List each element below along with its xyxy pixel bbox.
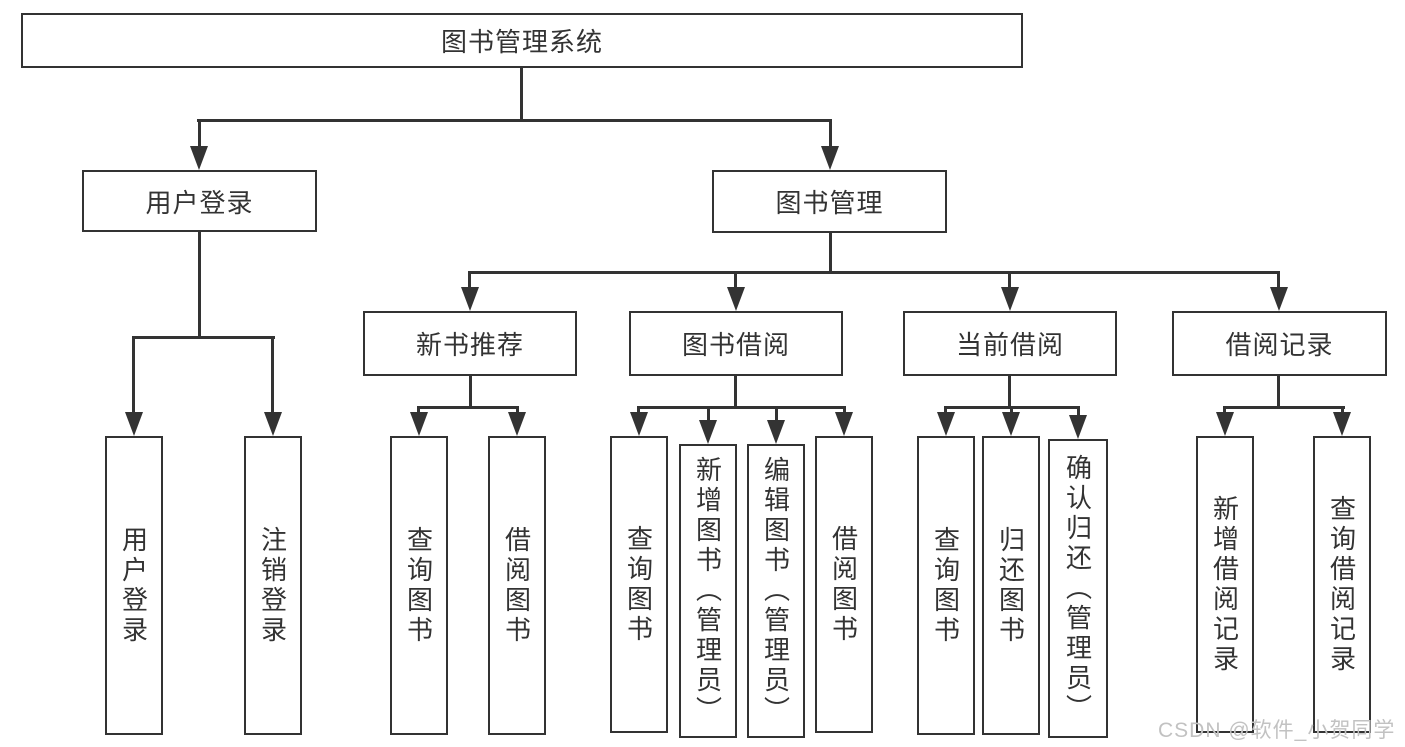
node-book-borrow: 图书借阅 xyxy=(629,311,843,376)
connector-line xyxy=(1223,406,1345,409)
connector-line xyxy=(1077,406,1080,417)
arrow-down-icon xyxy=(125,412,143,436)
connector-line xyxy=(775,406,778,422)
leaf-query-borrow-record: 查询借阅记录 xyxy=(1313,436,1371,733)
connector-line xyxy=(707,406,710,422)
leaf-logout-label: 注销登录 xyxy=(257,525,288,646)
connector-line xyxy=(944,406,947,414)
leaf-edit-books-admin: 编辑图书（管理员） xyxy=(747,444,805,738)
leaf-borrow-books-label: 借阅图书 xyxy=(828,524,859,645)
arrow-down-icon xyxy=(821,146,839,170)
leaf-add-borrow-record-label: 新增借阅记录 xyxy=(1209,494,1240,675)
connector-line xyxy=(1010,406,1013,414)
node-borrow-records: 借阅记录 xyxy=(1172,311,1387,376)
leaf-query-books-recommend-label: 查询图书 xyxy=(403,525,434,646)
leaf-borrow-books: 借阅图书 xyxy=(815,436,873,733)
connector-line xyxy=(734,376,737,409)
connector-line xyxy=(1341,406,1344,414)
node-user-login: 用户登录 xyxy=(82,170,317,232)
connector-line xyxy=(468,271,1280,274)
node-root-label: 图书管理系统 xyxy=(440,27,603,57)
leaf-query-books-recommend: 查询图书 xyxy=(390,436,448,735)
connector-line xyxy=(271,336,274,414)
connector-line xyxy=(1008,271,1011,289)
leaf-confirm-return-admin-label: 确认归还（管理员） xyxy=(1062,453,1093,724)
arrow-down-icon xyxy=(1002,412,1020,436)
arrow-down-icon xyxy=(699,420,717,444)
connector-line xyxy=(198,232,201,339)
arrow-down-icon xyxy=(767,420,785,444)
connector-line xyxy=(637,406,640,414)
arrow-down-icon xyxy=(1333,412,1351,436)
arrow-down-icon xyxy=(835,412,853,436)
leaf-return-books: 归还图书 xyxy=(982,436,1040,735)
connector-line xyxy=(520,68,523,122)
leaf-add-borrow-record: 新增借阅记录 xyxy=(1196,436,1254,733)
leaf-query-books-borrow: 查询图书 xyxy=(610,436,668,733)
arrow-down-icon xyxy=(1069,415,1087,439)
leaf-return-books-label: 归还图书 xyxy=(995,525,1026,646)
node-current-borrow: 当前借阅 xyxy=(903,311,1117,376)
leaf-confirm-return-admin: 确认归还（管理员） xyxy=(1048,439,1108,738)
connector-line xyxy=(132,336,135,414)
arrow-down-icon xyxy=(461,287,479,311)
arrow-down-icon xyxy=(264,412,282,436)
leaf-query-books-current: 查询图书 xyxy=(917,436,975,735)
connector-line xyxy=(417,406,420,414)
connector-line xyxy=(1223,406,1226,414)
connector-line xyxy=(829,119,832,150)
leaf-add-books-admin-label: 新增图书（管理员） xyxy=(692,456,723,726)
node-new-book-recommend-label: 新书推荐 xyxy=(415,330,524,360)
connector-line xyxy=(468,271,471,289)
arrow-down-icon xyxy=(190,146,208,170)
arrow-down-icon xyxy=(410,412,428,436)
leaf-user-login-label: 用户登录 xyxy=(118,525,149,646)
node-user-login-label: 用户登录 xyxy=(145,187,254,218)
arrow-down-icon xyxy=(1001,287,1019,311)
connector-line xyxy=(197,119,832,122)
leaf-query-books-current-label: 查询图书 xyxy=(930,525,961,646)
arrow-down-icon xyxy=(1270,287,1288,311)
arrow-down-icon xyxy=(727,287,745,311)
leaf-logout: 注销登录 xyxy=(244,436,302,735)
arrow-down-icon xyxy=(1216,412,1234,436)
connector-line xyxy=(843,406,846,414)
leaf-user-login: 用户登录 xyxy=(105,436,163,735)
connector-line xyxy=(1277,376,1280,409)
connector-line xyxy=(1277,271,1280,289)
leaf-borrow-books-recommend-label: 借阅图书 xyxy=(501,525,532,646)
leaf-query-books-borrow-label: 查询图书 xyxy=(623,524,654,645)
csdn-watermark: CSDN @软件_小贺同学 xyxy=(1158,719,1396,742)
node-root: 图书管理系统 xyxy=(21,13,1023,68)
node-borrow-records-label: 借阅记录 xyxy=(1225,330,1334,360)
connector-line xyxy=(132,336,275,339)
leaf-borrow-books-recommend: 借阅图书 xyxy=(488,436,546,735)
leaf-add-books-admin: 新增图书（管理员） xyxy=(679,444,737,738)
node-book-management-label: 图书管理 xyxy=(775,188,884,218)
connector-line xyxy=(516,406,519,414)
node-current-borrow-label: 当前借阅 xyxy=(955,330,1064,360)
arrow-down-icon xyxy=(630,412,648,436)
leaf-query-borrow-record-label: 查询借阅记录 xyxy=(1326,494,1357,675)
node-book-borrow-label: 图书借阅 xyxy=(681,330,790,360)
connector-line xyxy=(1008,376,1011,409)
connector-line xyxy=(417,406,519,409)
node-book-management: 图书管理 xyxy=(712,170,947,233)
connector-line xyxy=(734,271,737,289)
arrow-down-icon xyxy=(937,412,955,436)
connector-line xyxy=(198,119,201,150)
connector-line xyxy=(637,406,846,409)
leaf-edit-books-admin-label: 编辑图书（管理员） xyxy=(760,456,791,726)
connector-line xyxy=(829,233,832,274)
arrow-down-icon xyxy=(508,412,526,436)
connector-line xyxy=(469,376,472,409)
node-new-book-recommend: 新书推荐 xyxy=(363,311,577,376)
